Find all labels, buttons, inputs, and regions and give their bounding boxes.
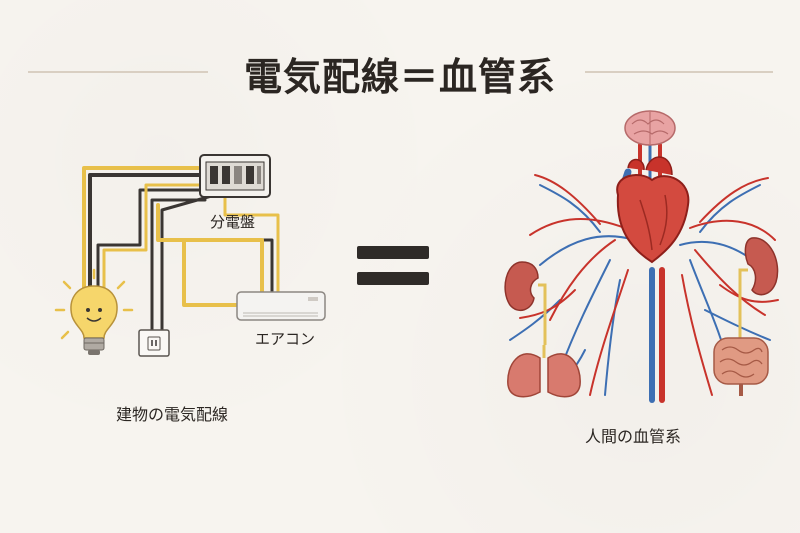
wire-yellow-1 xyxy=(82,166,200,292)
building-wiring-caption: 建物の電気配線 xyxy=(116,405,229,424)
title-rule-right xyxy=(585,71,773,73)
wire-dark-2 xyxy=(96,188,204,292)
brain-icon xyxy=(624,110,676,146)
wire-dark-5 xyxy=(238,238,274,297)
wire-yellow-3 xyxy=(156,203,264,297)
wire-dark-4 xyxy=(160,193,217,334)
circulatory-system-diagram xyxy=(509,143,779,403)
air-conditioner-icon xyxy=(236,291,326,321)
wire-yellow-5 xyxy=(223,193,280,294)
power-outlet-icon xyxy=(138,329,170,357)
light-bulb-icon xyxy=(54,268,134,355)
title-rule-left xyxy=(28,71,208,73)
kidney-icon xyxy=(504,261,547,345)
intestines-icon xyxy=(713,337,769,396)
wire-yellow-4 xyxy=(182,238,242,307)
circulatory-system-caption: 人間の血管系 xyxy=(585,427,682,446)
header: 電気配線＝血管系 xyxy=(0,42,800,102)
page-title: 電気配線＝血管系 xyxy=(243,55,556,99)
distribution-panel-label: 分電盤 xyxy=(210,213,256,231)
distribution-panel xyxy=(199,154,271,198)
wire-yellow-2 xyxy=(102,183,202,292)
heart-icon xyxy=(616,156,690,264)
wire-dark-3 xyxy=(150,198,207,334)
air-conditioner-label: エアコン xyxy=(255,330,316,348)
building-wiring-diagram xyxy=(82,166,280,334)
equals-sign xyxy=(357,246,429,285)
lungs-icon xyxy=(507,345,581,398)
wire-dark-1 xyxy=(88,173,204,292)
right-kidney-icon xyxy=(738,237,779,340)
